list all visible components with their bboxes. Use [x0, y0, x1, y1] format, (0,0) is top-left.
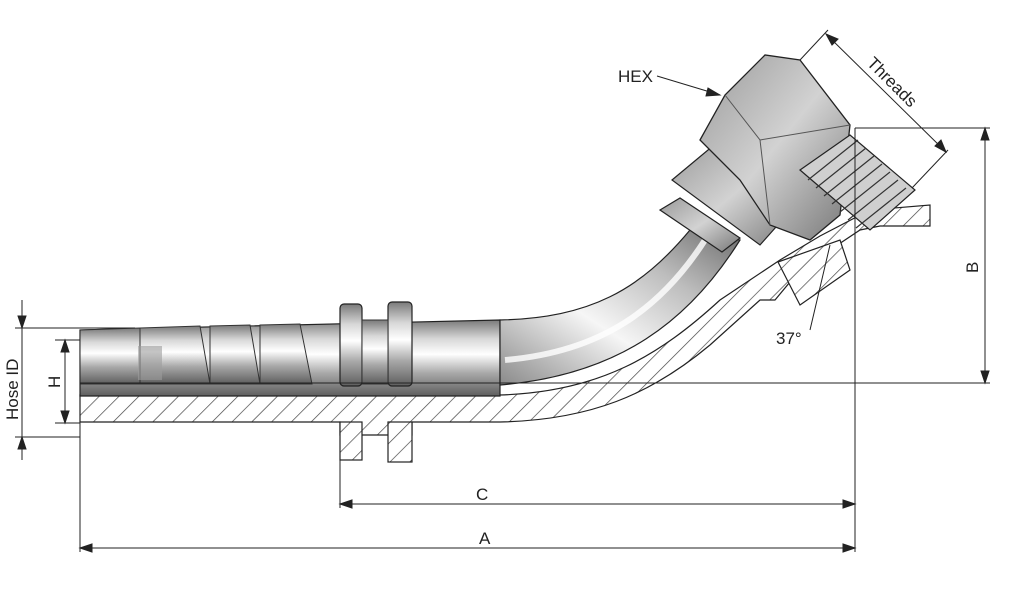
elbow-bend	[499, 229, 741, 386]
dimension-lines	[15, 29, 990, 553]
hex-label: HEX	[618, 67, 653, 86]
a-label: A	[479, 529, 491, 548]
c-label: C	[476, 485, 488, 504]
hex-nut	[699, 54, 916, 306]
b-label: B	[963, 262, 982, 273]
angle-label: 37°	[776, 329, 802, 348]
threads-label: Threads	[863, 53, 921, 111]
section-hatch	[79, 204, 931, 463]
h-label: H	[45, 376, 64, 388]
hose-tail	[79, 301, 501, 397]
hose-id-label: Hose ID	[3, 359, 22, 420]
